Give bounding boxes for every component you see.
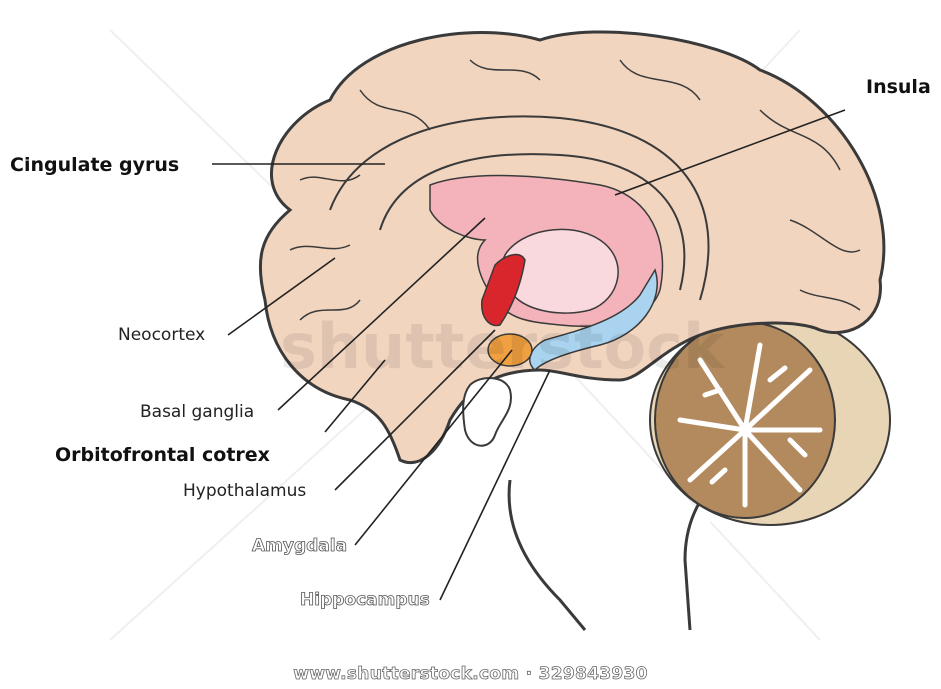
label-orbitofrontal-cortex: Orbitofrontal cotrex — [55, 444, 270, 466]
label-hypothalamus: Hypothalamus — [183, 481, 306, 501]
pituitary-area — [463, 378, 511, 446]
label-amygdala: Amygdala — [252, 536, 347, 556]
label-basal-ganglia: Basal ganglia — [140, 402, 254, 422]
label-cingulate-gyrus: Cingulate gyrus — [10, 154, 179, 176]
label-hippocampus: Hippocampus — [300, 590, 430, 610]
watermark-footer: www.shutterstock.com · 329843930 — [0, 664, 941, 684]
watermark-brand: shutterstock — [280, 310, 724, 383]
label-insula: Insula — [866, 76, 931, 98]
label-neocortex: Neocortex — [118, 325, 205, 345]
